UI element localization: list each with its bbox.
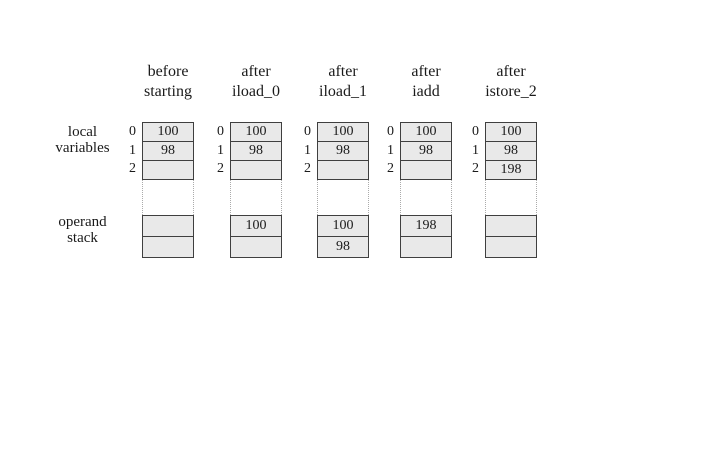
state-column-after-iload-0: after iload_0 0 1 2 100 98 100 <box>217 60 282 270</box>
local-variables-box: 100 98 <box>400 122 452 180</box>
local-variable-cell: 100 <box>143 123 193 141</box>
column-header-line2: iload_0 <box>232 83 280 100</box>
slot-index-2: 2 <box>129 161 136 176</box>
local-variable-cell: 98 <box>401 141 451 160</box>
local-variable-cell: 100 <box>486 123 536 141</box>
local-variable-cell <box>143 160 193 179</box>
stack-connector-dotted-lines <box>485 180 537 215</box>
local-variables-box: 100 98 <box>142 122 194 180</box>
column-header: after iload_0 <box>232 62 280 102</box>
operand-stack-cell <box>401 236 451 257</box>
local-variables-box: 100 98 <box>317 122 369 180</box>
operand-stack-box <box>485 215 537 258</box>
slot-index-2: 2 <box>304 161 311 176</box>
local-variables-box: 100 98 <box>230 122 282 180</box>
column-header-line1: after <box>328 63 358 80</box>
stack-connector-dotted-lines <box>230 180 282 215</box>
column-header-line2: iadd <box>412 83 440 100</box>
column-header: before starting <box>144 62 192 102</box>
slot-index-1: 1 <box>304 143 311 158</box>
slot-index-1: 1 <box>472 143 479 158</box>
local-variables-label: local variables <box>25 124 140 156</box>
local-variable-cell: 100 <box>318 123 368 141</box>
operand-stack-cell: 100 <box>231 216 281 236</box>
operand-stack-label-line1: operand <box>58 214 107 230</box>
operand-stack-label-line2: stack <box>67 230 98 246</box>
operand-stack-cell <box>231 236 281 257</box>
stack-connector-dotted-lines <box>317 180 369 215</box>
state-column-after-iadd: after iadd 0 1 2 100 98 198 <box>387 60 452 270</box>
slot-index-2: 2 <box>472 161 479 176</box>
stack-connector-dotted-lines <box>400 180 452 215</box>
operand-stack-box <box>142 215 194 258</box>
slot-index-0: 0 <box>387 124 394 139</box>
column-header: after istore_2 <box>485 62 537 102</box>
local-variables-box: 100 98 198 <box>485 122 537 180</box>
slot-index-1: 1 <box>217 143 224 158</box>
local-variable-cell: 198 <box>486 160 536 179</box>
operand-stack-cell: 198 <box>401 216 451 236</box>
operand-stack-cell <box>486 216 536 236</box>
stack-connector-dotted-lines <box>142 180 194 215</box>
operand-stack-cell <box>486 236 536 257</box>
local-variable-cell <box>231 160 281 179</box>
column-header: after iload_1 <box>319 62 367 102</box>
local-variable-cell: 98 <box>143 141 193 160</box>
local-variable-cell: 98 <box>318 141 368 160</box>
local-variables-label-line1: local <box>67 124 98 140</box>
operand-stack-box: 100 98 <box>317 215 369 258</box>
local-variable-cell: 100 <box>401 123 451 141</box>
operand-stack-box: 100 <box>230 215 282 258</box>
column-header-line2: iload_1 <box>319 83 367 100</box>
column-header-line1: after <box>496 63 526 80</box>
state-column-after-istore-2: after istore_2 0 1 2 100 98 198 <box>472 60 537 270</box>
slot-index-1: 1 <box>387 143 394 158</box>
local-variables-label-line2: variables <box>55 140 110 156</box>
column-header-line2: istore_2 <box>485 83 537 100</box>
state-column-after-iload-1: after iload_1 0 1 2 100 98 100 98 <box>304 60 369 270</box>
slot-index-0: 0 <box>472 124 479 139</box>
column-header-line1: after <box>241 63 271 80</box>
state-column-before-starting: before starting 0 1 2 100 98 <box>129 60 194 270</box>
operand-stack-box: 198 <box>400 215 452 258</box>
local-variable-cell: 98 <box>231 141 281 160</box>
slot-index-0: 0 <box>217 124 224 139</box>
local-variable-cell <box>401 160 451 179</box>
column-header-line1: before <box>147 63 189 80</box>
local-variable-cell <box>318 160 368 179</box>
operand-stack-cell: 98 <box>318 236 368 257</box>
column-header-line1: after <box>411 63 441 80</box>
operand-stack-cell <box>143 236 193 257</box>
local-variable-cell: 98 <box>486 141 536 160</box>
operand-stack-label: operand stack <box>25 214 140 246</box>
column-header: after iadd <box>411 62 440 102</box>
slot-index-2: 2 <box>217 161 224 176</box>
slot-index-0: 0 <box>304 124 311 139</box>
operand-stack-cell: 100 <box>318 216 368 236</box>
operand-stack-cell <box>143 216 193 236</box>
slot-index-0: 0 <box>129 124 136 139</box>
local-variable-cell: 100 <box>231 123 281 141</box>
slot-index-2: 2 <box>387 161 394 176</box>
column-header-line2: starting <box>144 83 192 100</box>
slot-index-1: 1 <box>129 143 136 158</box>
